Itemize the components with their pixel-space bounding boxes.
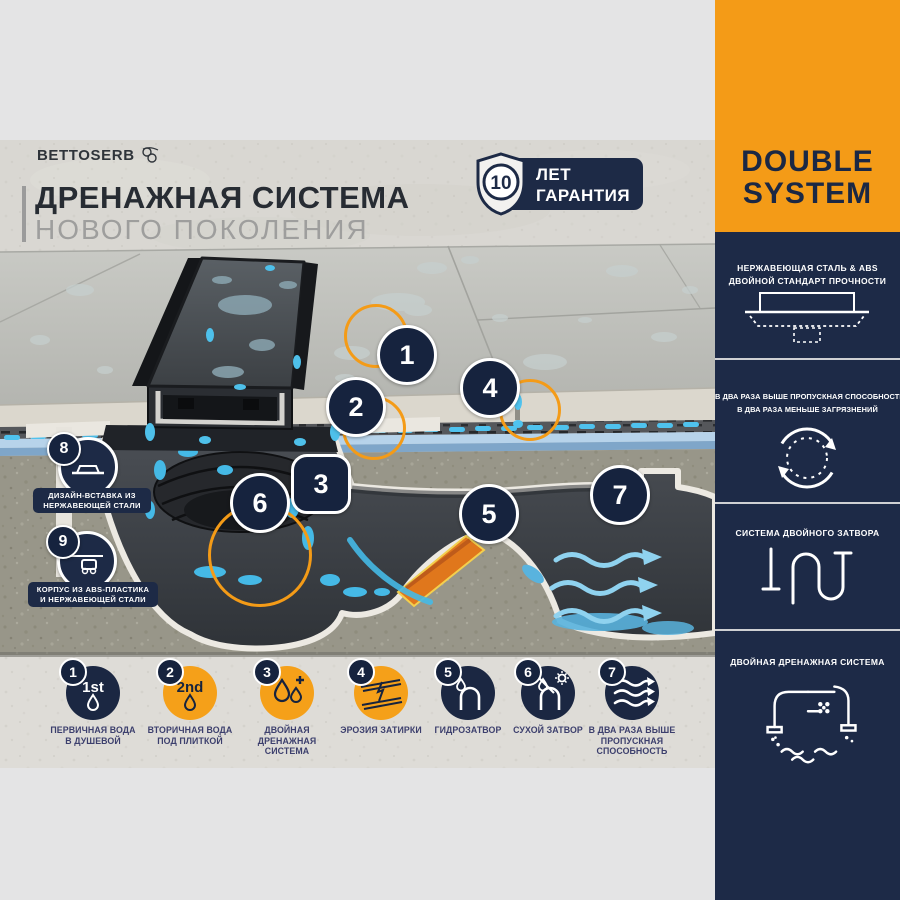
sidebar-divider: [715, 358, 900, 360]
warranty-years-label: ЛЕТ: [536, 165, 572, 184]
legend-number-badge: 6: [514, 658, 542, 686]
high-flow-icon: [605, 666, 659, 720]
callout-3: 3: [291, 454, 351, 514]
banner-line1: DOUBLE: [741, 145, 874, 178]
legend-item-3: 3 ДВОЙНАЯ ДРЕНАЖНАЯ СИСТЕМА: [239, 658, 335, 757]
legend-number-badge: 2: [156, 658, 184, 686]
callout-4: 4: [460, 358, 520, 418]
legend-item-1: 1st 1 ПЕРВИЧНАЯ ВОДА В ДУШЕВОЙ: [45, 658, 141, 746]
legend-item-7: 7 В ДВА РАЗА ВЫШЕ ПРОПУСКНАЯ СПОСОБНОСТЬ: [584, 658, 680, 757]
callout-7: 7: [590, 465, 650, 525]
callout-6: 6: [230, 473, 290, 533]
double-drain-icon: [766, 685, 857, 764]
legend-number-badge: 5: [434, 658, 462, 686]
svg-text:1st: 1st: [82, 679, 104, 696]
warranty-shield-icon: 10: [476, 152, 526, 216]
sidebar-section-1-title: НЕРЖАВЕЮЩАЯ СТАЛЬ & ABS ДВОЙНОЙ СТАНДАРТ…: [728, 263, 887, 286]
circulation-arrows-icon: [778, 427, 836, 489]
abs-body-icon: [71, 555, 103, 575]
warranty-guarantee-label: ГАРАНТИЯ: [536, 186, 631, 205]
legend-number-badge: 7: [598, 658, 626, 686]
page-subtitle: НОВОГО ПОКОЛЕНИЯ: [35, 214, 369, 245]
callout-9: 9: [46, 525, 80, 559]
legend-item-4: 4 ЭРОЗИЯ ЗАТИРКИ: [333, 658, 429, 736]
title-accent-bar: [22, 186, 26, 242]
double-trap-icon: [761, 547, 853, 605]
callout-5: 5: [459, 484, 519, 544]
grate-puddles: [212, 276, 297, 378]
legend-item-2: 2nd 2 ВТОРИЧНАЯ ВОДА ПОД ПЛИТКОЙ: [142, 658, 238, 746]
callout-1: 1: [377, 325, 437, 385]
legend-number-badge: 1: [59, 658, 87, 686]
legend-item-label: ВТОРИЧНАЯ ВОДА ПОД ПЛИТКОЙ: [147, 725, 233, 746]
seal-membrane: [396, 534, 486, 608]
sidebar-section-3-title: СИСТЕМА ДВОЙНОГО ЗАТВОРА: [735, 528, 880, 538]
sidebar-divider: [715, 502, 900, 504]
legend-item-label: ПЕРВИЧНАЯ ВОДА В ДУШЕВОЙ: [50, 725, 136, 746]
page-title: ДРЕНАЖНАЯ СИСТЕМА: [35, 180, 410, 215]
legend-item-5: 5 ГИДРОЗАТВОР: [420, 658, 516, 736]
legend-number-badge: 4: [347, 658, 375, 686]
sidebar-section-2-title: В ДВА РАЗА ВЫШЕ ПРОПУСКНАЯ СПОСОБНОСТЬ -…: [715, 392, 900, 414]
brand-name: BETTOSERB: [37, 146, 135, 164]
callout-8: 8: [47, 432, 81, 466]
sidebar-section-4-title: ДВОЙНАЯ ДРЕНАЖНАЯ СИСТЕМА: [730, 657, 885, 667]
banner-line2: SYSTEM: [742, 177, 873, 210]
callout-9-label: КОРПУС ИЗ ABS-ПЛАСТИКА И НЕРЖАВЕЮЩЕЙ СТА…: [28, 582, 158, 607]
legend-item-label: СУХОЙ ЗАТВОР: [513, 725, 583, 735]
legend-item-label: ДВОЙНАЯ ДРЕНАЖНАЯ СИСТЕМА: [257, 725, 317, 756]
legend-item-label: ГИДРОЗАТВОР: [434, 725, 502, 735]
callout-2: 2: [326, 377, 386, 437]
main-photo-panel: BETTOSERB ДРЕНАЖНАЯ СИСТЕМА НОВОГО ПОКОЛ…: [0, 140, 715, 768]
legend-item-label: ЭРОЗИЯ ЗАТИРКИ: [340, 725, 422, 735]
warranty-badge: ЛЕТ ГАРАНТИЯ 10: [472, 152, 652, 216]
drain-profile-icon: [745, 292, 869, 343]
second-water-icon: 2nd: [163, 666, 217, 720]
svg-text:2nd: 2nd: [177, 679, 204, 696]
brand-logo-icon: [141, 147, 158, 163]
drain-channel: [100, 256, 338, 452]
steel-insert-icon: [72, 465, 104, 475]
svg-text:10: 10: [490, 173, 511, 194]
sidebar-divider: [715, 629, 900, 631]
callout-8-label: ДИЗАЙН-ВСТАВКА ИЗ НЕРЖАВЕЮЩЕЙ СТАЛИ: [33, 488, 151, 513]
brand: BETTOSERB: [37, 146, 161, 164]
legend-number-badge: 3: [253, 658, 281, 686]
legend-item-6: 6 СУХОЙ ЗАТВОР: [500, 658, 596, 736]
flow-arrows: [549, 552, 647, 624]
legend-item-label: В ДВА РАЗА ВЫШЕ ПРОПУСКНАЯ СПОСОБНОСТЬ: [588, 725, 676, 756]
